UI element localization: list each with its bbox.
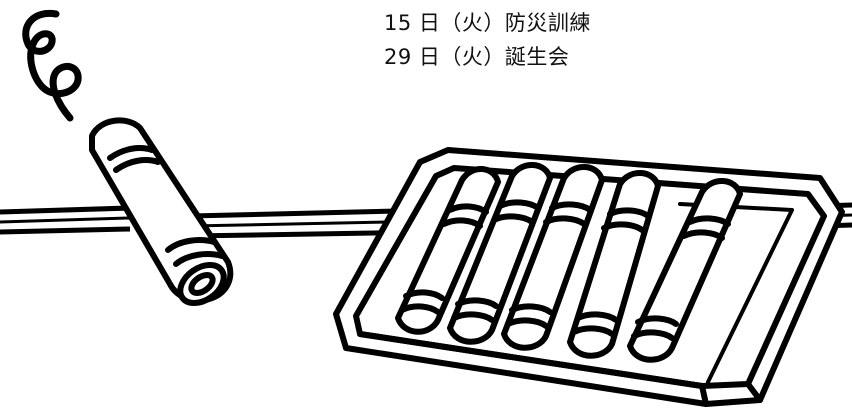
boxed-crayon-1 [398,169,498,332]
boxed-crayon-3 [504,167,602,348]
scribble-icon [26,13,78,118]
crayon-box-icon [336,150,842,404]
event-item-drill: 15 日（火）防災訓練 [384,11,591,35]
boxed-crayon-5 [630,181,740,360]
boxed-crayon-2 [450,165,550,342]
boxed-crayon-4 [570,173,658,356]
event-item-birthday: 29 日（火）誕生会 [384,45,570,69]
event-list: 15 日（火）防災訓練 29 日（火）誕生会 [384,6,591,74]
rail-lines [0,205,852,236]
crayon-icon [92,120,231,310]
